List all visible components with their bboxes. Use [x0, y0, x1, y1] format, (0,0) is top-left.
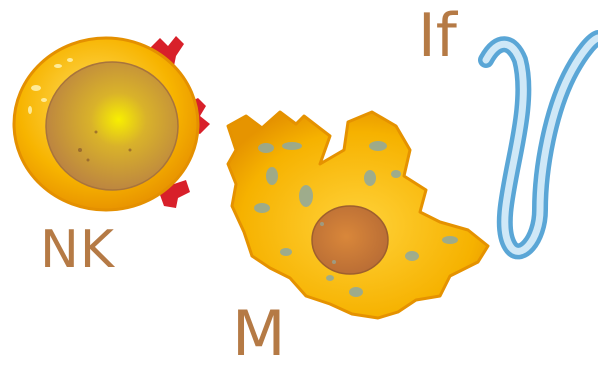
nk-label: NK: [40, 224, 115, 276]
macrophage-cell-icon: [228, 112, 488, 318]
interferon-label: If: [418, 6, 457, 66]
nk-cell-icon: [14, 36, 210, 210]
gamma-symbol-icon: [486, 38, 598, 251]
macrophage-label: M: [232, 303, 286, 365]
